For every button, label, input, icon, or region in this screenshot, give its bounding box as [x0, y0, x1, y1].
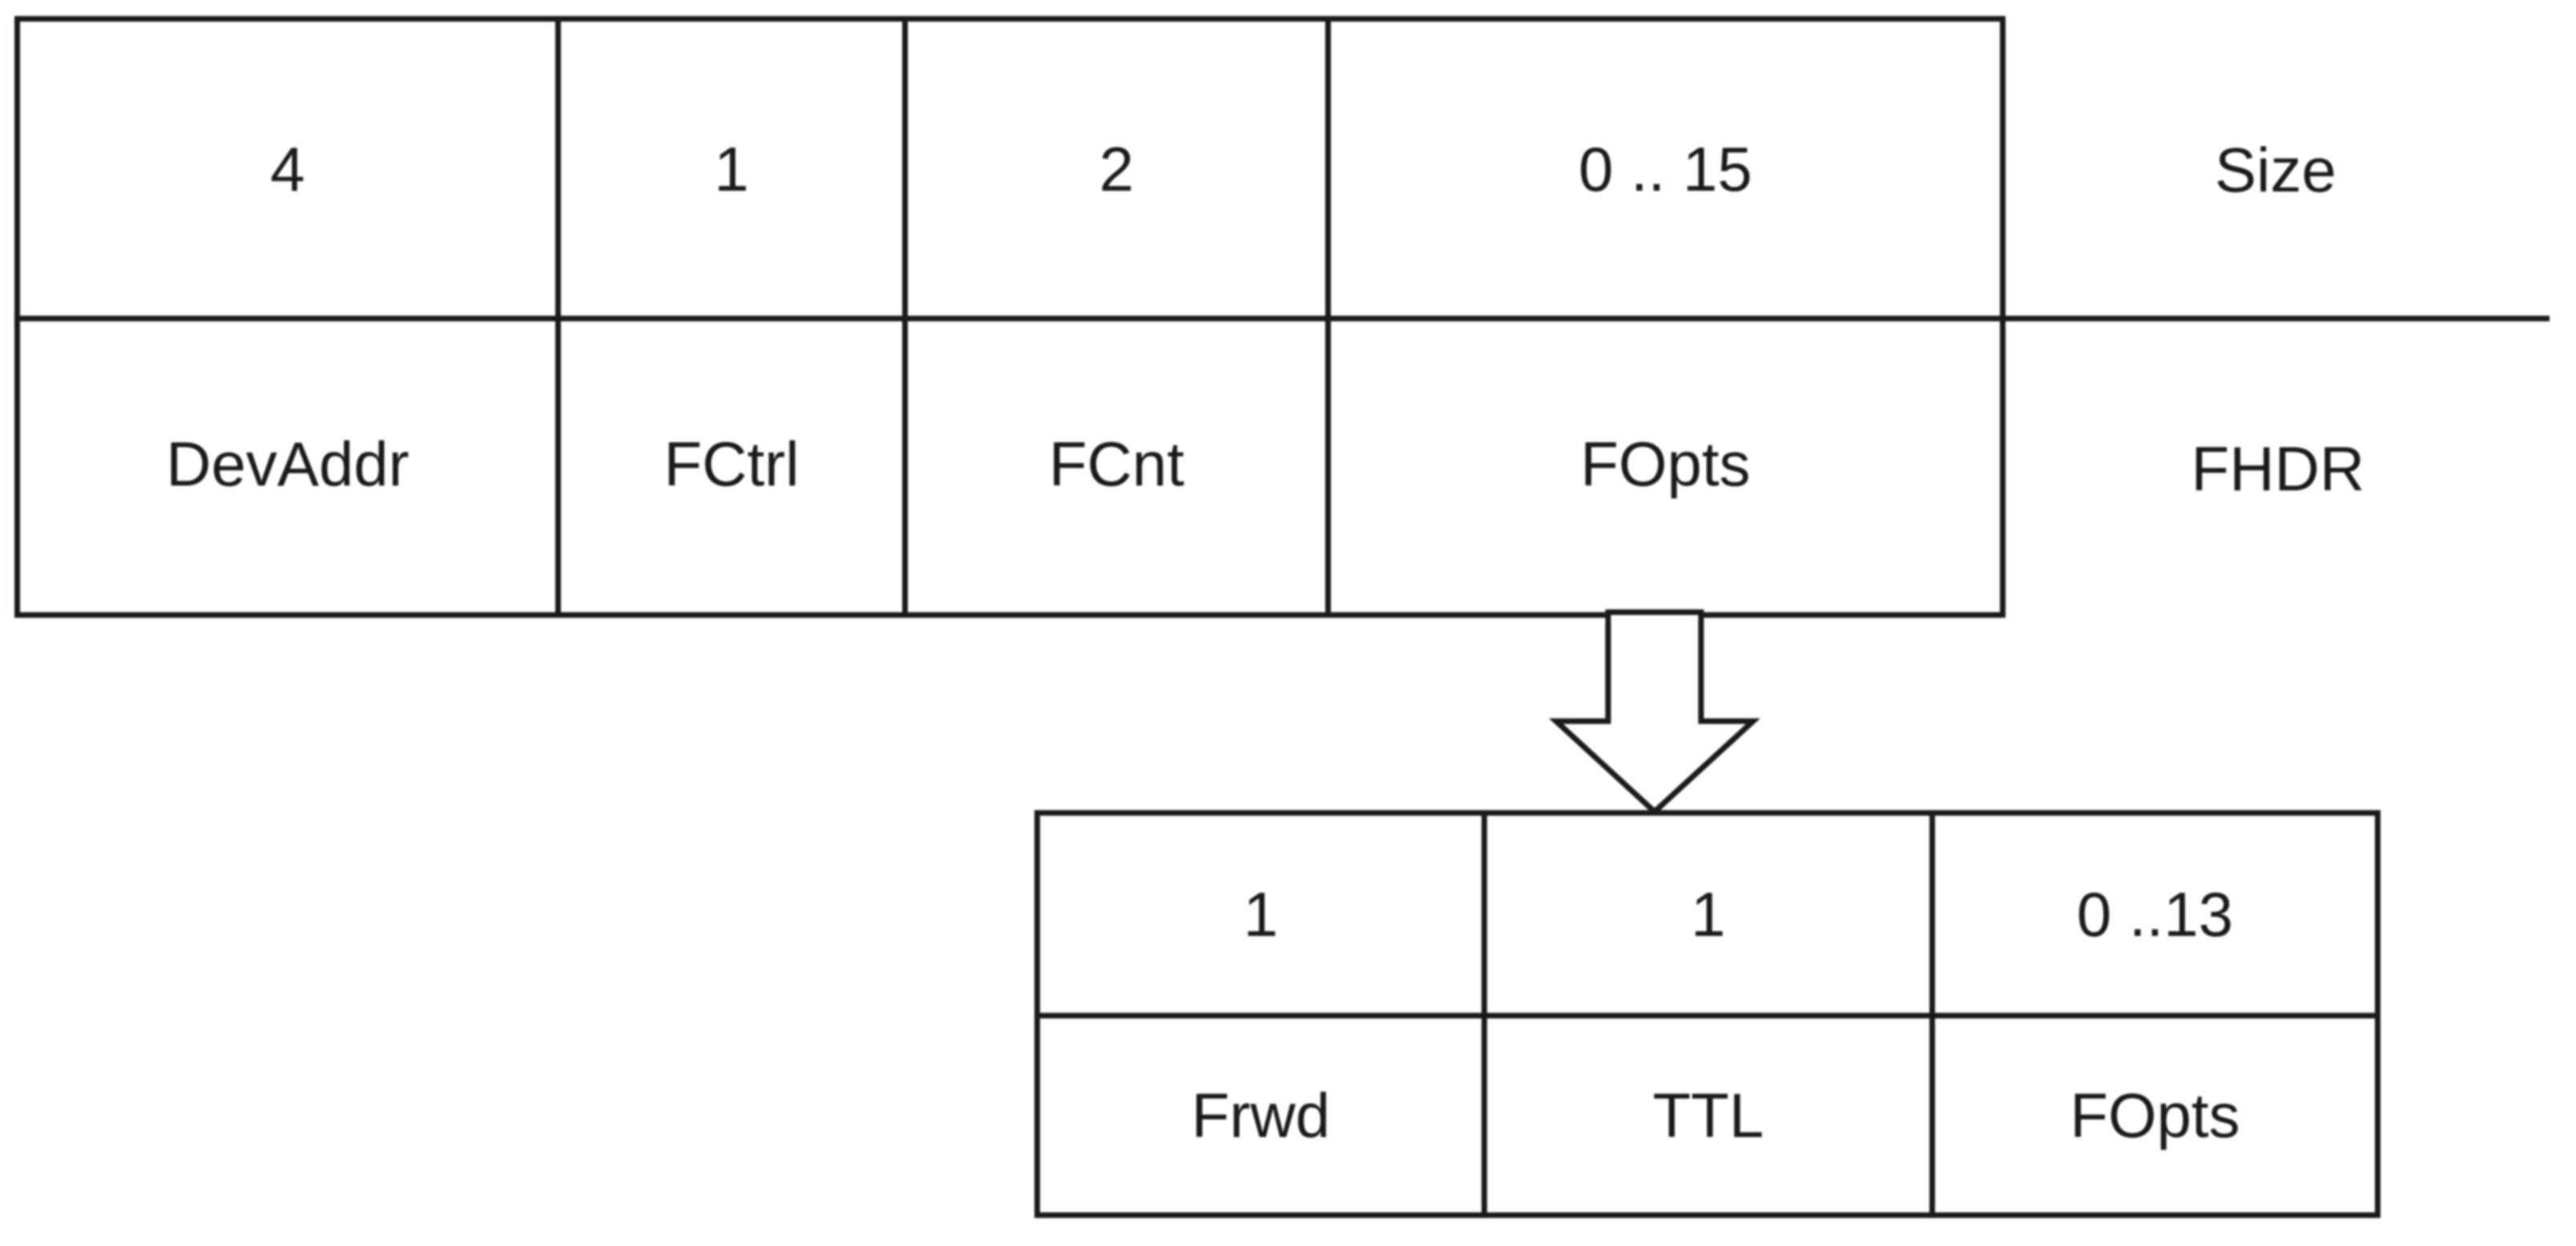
fctrl-size-cell: 1: [561, 22, 908, 316]
fopts2-field-cell: FOpts: [1935, 1013, 2375, 1212]
fopts2-size-cell: 0 ..13: [2076, 879, 2234, 950]
ttl-size-cell: 1: [1487, 816, 1935, 1013]
size-row-divider-line: [14, 316, 2550, 321]
fctrl-field-cell: FCtrl: [561, 316, 908, 612]
fopts-field-cell: FOpts: [1580, 429, 1751, 499]
devaddr-field-cell: DevAddr: [20, 316, 561, 612]
size-column-label: Size: [2215, 135, 2336, 205]
frwd-size-cell: 1: [1040, 816, 1487, 1013]
fopts-expansion-table: 1 1 0 ..13 Frwd TTL FOpts: [1034, 810, 2380, 1218]
fhdr-row-label: FHDR: [2191, 433, 2365, 504]
devaddr-size-cell: 4: [20, 22, 561, 316]
frwd-field-cell: Frwd: [1040, 1013, 1487, 1212]
fcnt-size-cell: 2: [908, 22, 1331, 316]
ttl-field-cell: TTL: [1487, 1013, 1935, 1212]
fopts-size-cell: 0 .. 15: [1578, 133, 1752, 204]
block-arrow-down-icon: [1549, 609, 1760, 816]
fcnt-field-cell: FCnt: [908, 316, 1331, 612]
